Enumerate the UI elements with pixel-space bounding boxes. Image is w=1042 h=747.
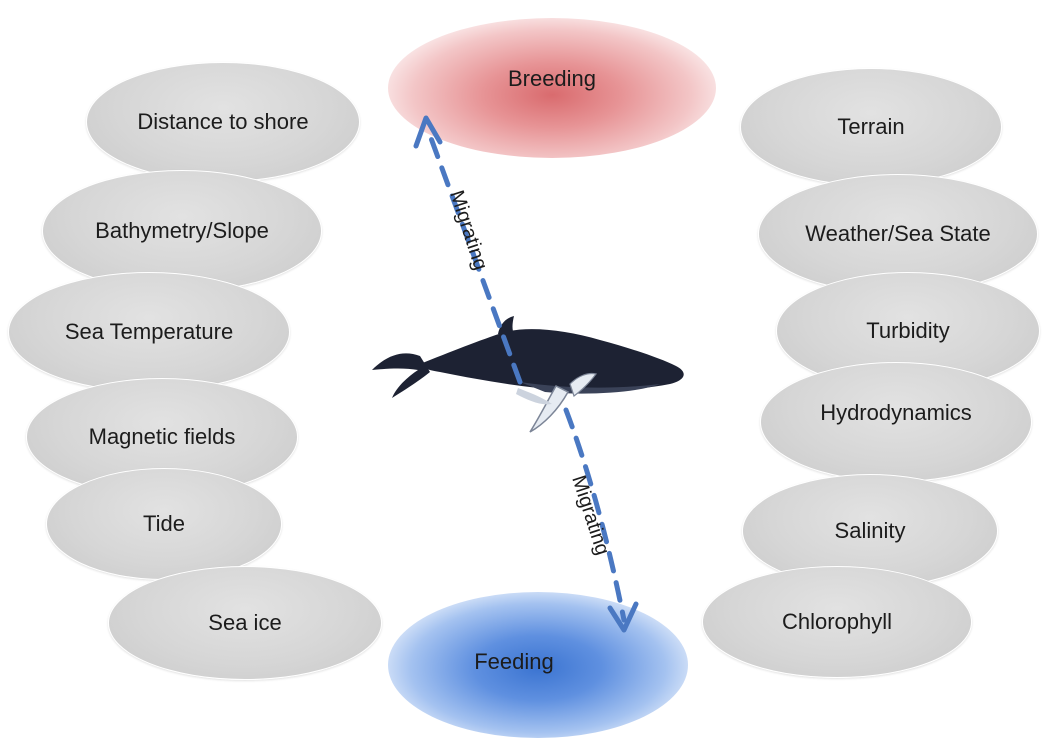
migration-label-lower: Migrating [567,473,613,558]
migration-label-upper: Migrating [445,188,491,273]
humpback-whale-icon [372,316,684,432]
arrowhead-up-icon [416,118,440,146]
